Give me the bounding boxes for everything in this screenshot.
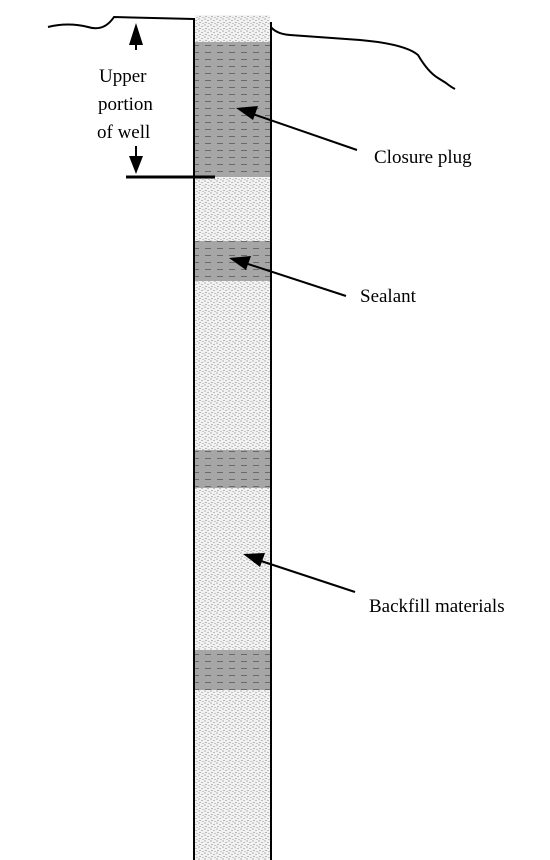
ground-surface-left — [47, 15, 195, 30]
backfill-leader-line — [257, 559, 356, 593]
ground-surface-right — [269, 25, 456, 90]
closure-plug-label: Closure plug — [374, 147, 472, 168]
sealant-zone — [195, 650, 270, 690]
closure-plug-arrowhead-icon — [236, 106, 258, 120]
closure-plug-zone — [195, 42, 270, 177]
backfill-label: Backfill materials — [369, 596, 505, 617]
down-arrow-icon — [129, 156, 143, 174]
sealant-label: Sealant — [360, 286, 417, 307]
upper-portion-label-line3: of well — [97, 122, 150, 143]
sealant-arrowhead-icon — [229, 256, 251, 270]
sealant-leader-line — [244, 262, 347, 297]
upper-portion-label-line1: Upper — [99, 66, 147, 87]
backfill-arrowhead-icon — [243, 553, 265, 567]
upper-portion-label-line2: portion — [98, 94, 153, 115]
closure-plug-leader-line — [249, 112, 358, 151]
up-arrow-icon — [129, 23, 143, 45]
sealant-zone — [195, 241, 270, 281]
sealant-zone — [195, 450, 270, 488]
